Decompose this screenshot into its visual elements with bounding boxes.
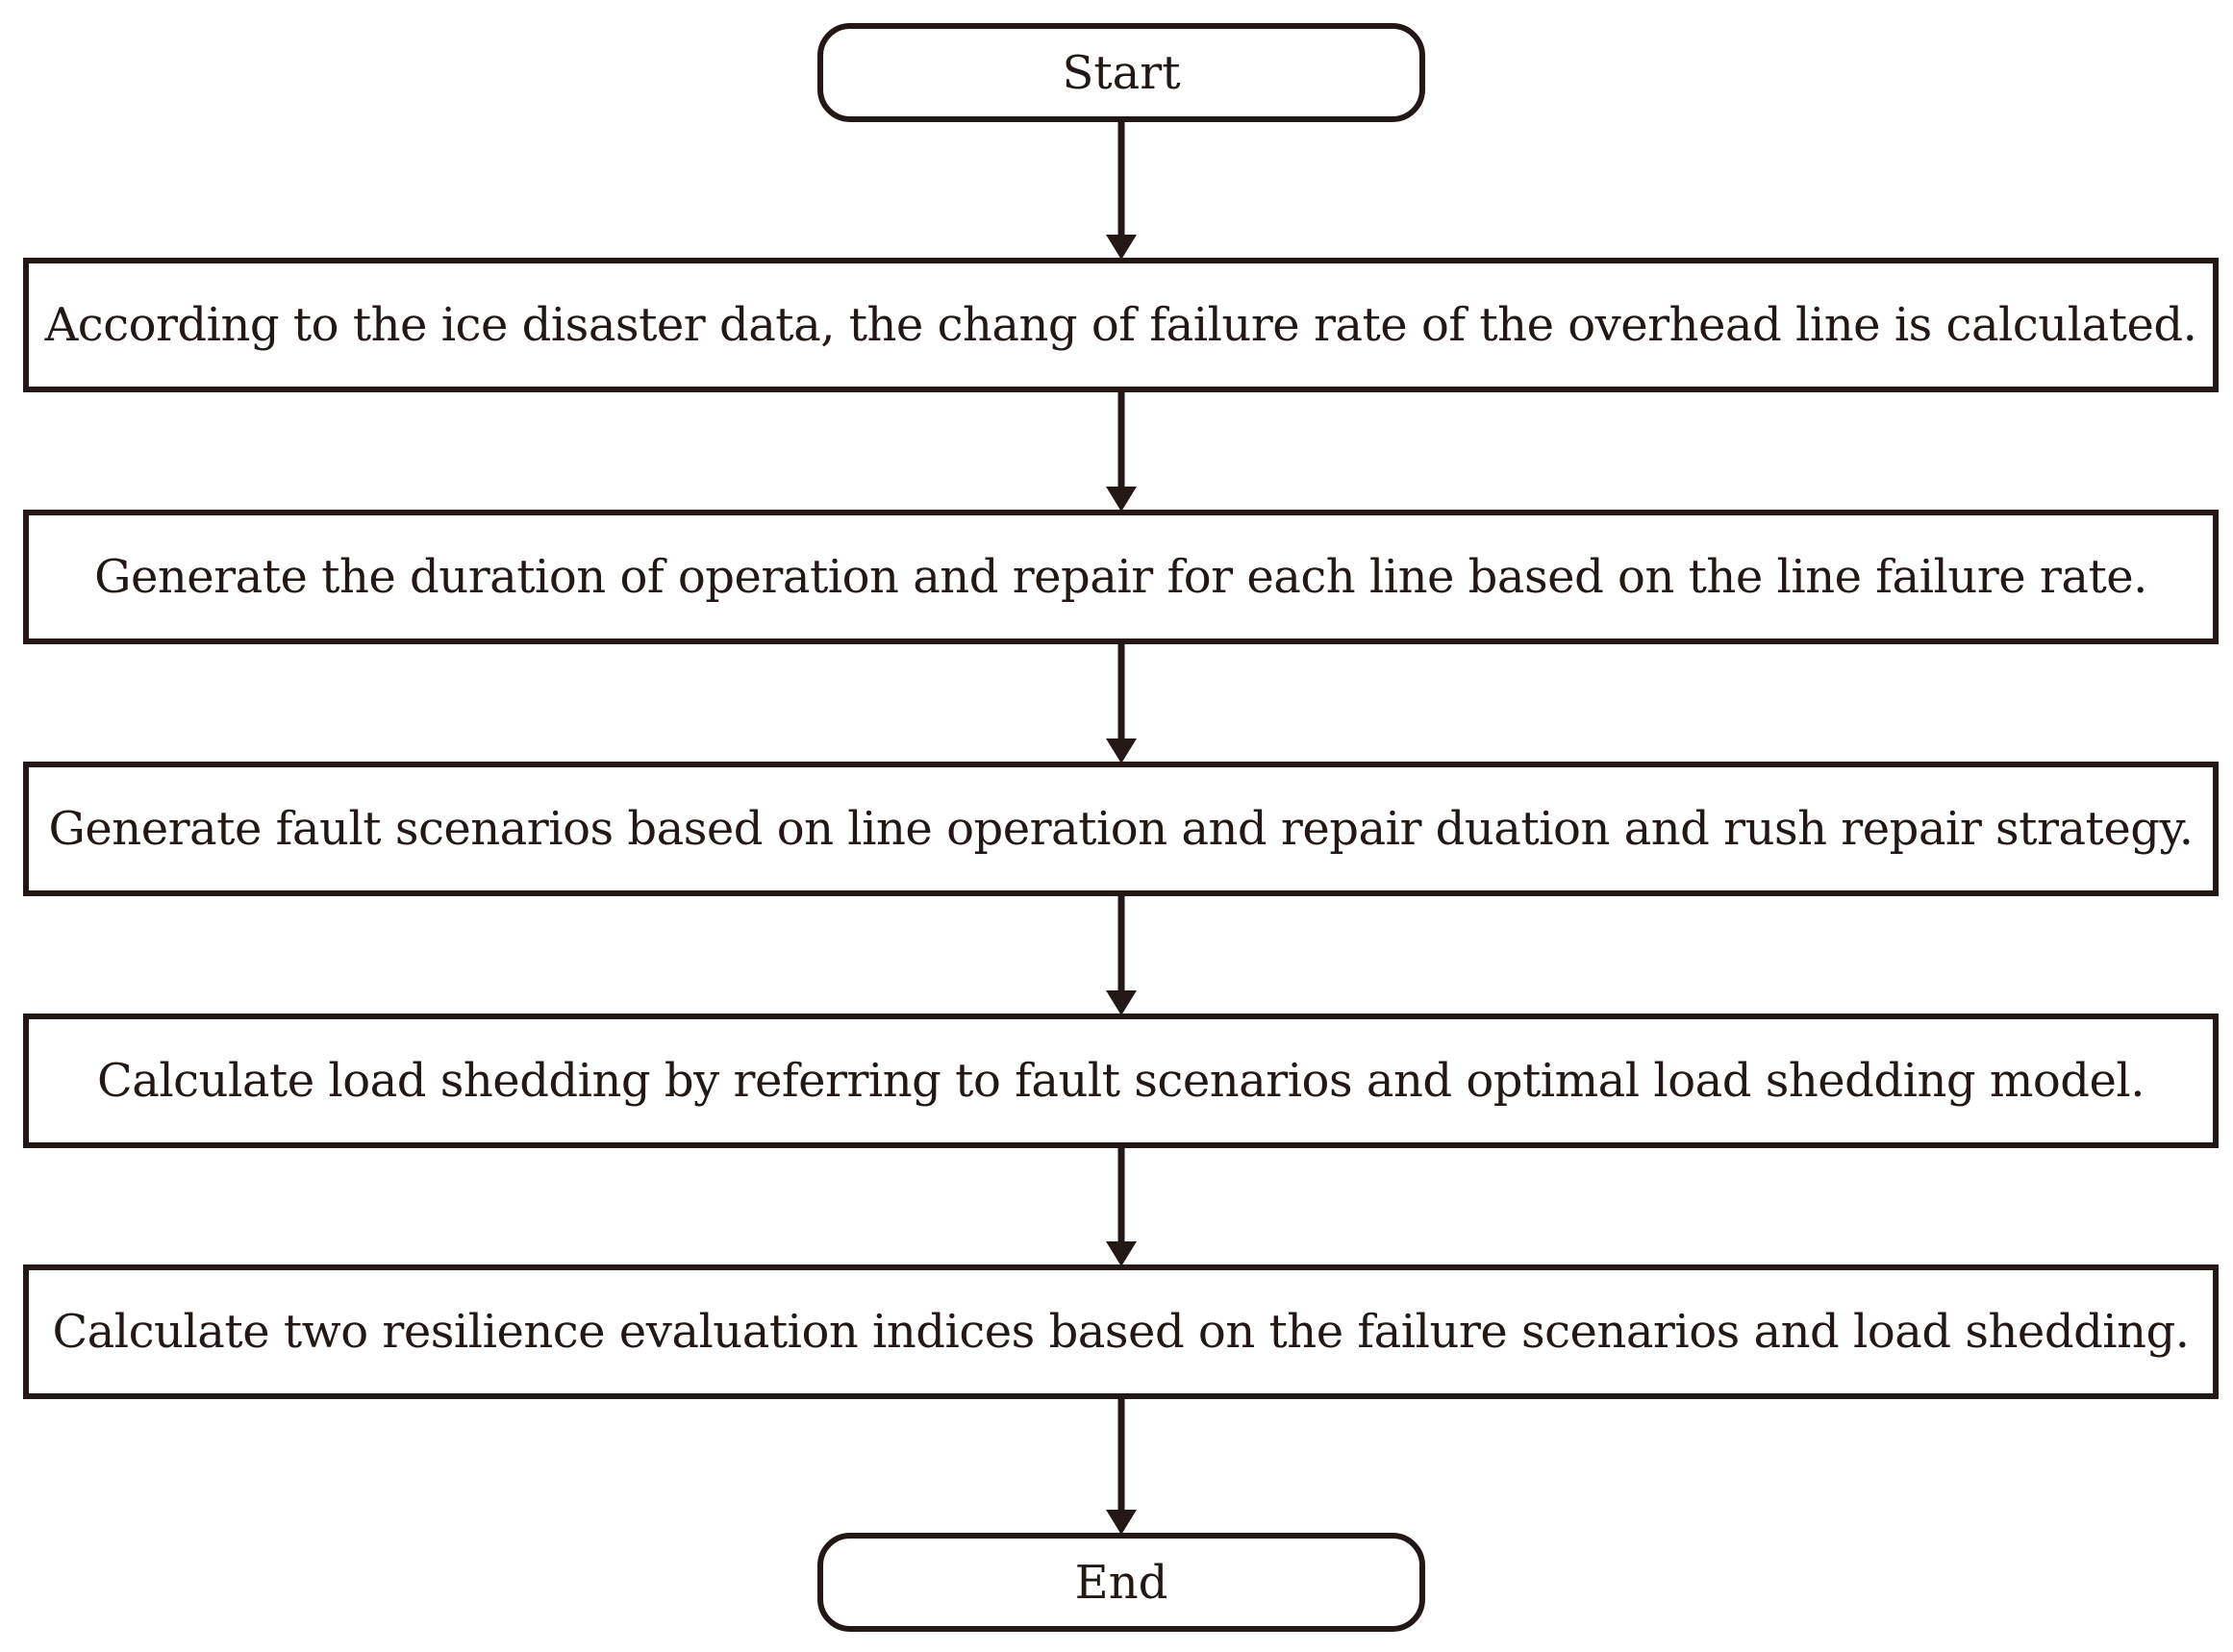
arrow-step-3-to-step-4 [1106, 896, 1137, 1015]
process-step-4-label: Calculate load shedding by referring to … [96, 1054, 2145, 1108]
process-step-1: According to the ice disaster data, the … [23, 258, 2219, 392]
process-step-5-label: Calculate two resilience evaluation indi… [52, 1305, 2190, 1359]
end-terminal: End [817, 1533, 1425, 1632]
arrow-step-4-to-step-5 [1106, 1148, 1137, 1266]
process-step-3-label: Generate fault scenarios based on line o… [48, 802, 2194, 856]
process-step-3: Generate fault scenarios based on line o… [23, 762, 2219, 896]
process-step-2: Generate the duration of operation and r… [23, 510, 2219, 644]
start-terminal: Start [817, 23, 1425, 122]
arrow-step-1-to-step-2 [1106, 392, 1137, 512]
process-step-4: Calculate load shedding by referring to … [23, 1014, 2219, 1148]
start-label: Start [1062, 45, 1181, 100]
arrow-start-to-step-1 [1106, 122, 1137, 260]
arrow-step-5-to-end [1106, 1399, 1137, 1535]
end-label: End [1074, 1555, 1168, 1610]
process-step-2-label: Generate the duration of operation and r… [94, 550, 2147, 604]
process-step-1-label: According to the ice disaster data, the … [44, 298, 2197, 352]
arrow-step-2-to-step-3 [1106, 644, 1137, 763]
process-step-5: Calculate two resilience evaluation indi… [23, 1264, 2219, 1399]
